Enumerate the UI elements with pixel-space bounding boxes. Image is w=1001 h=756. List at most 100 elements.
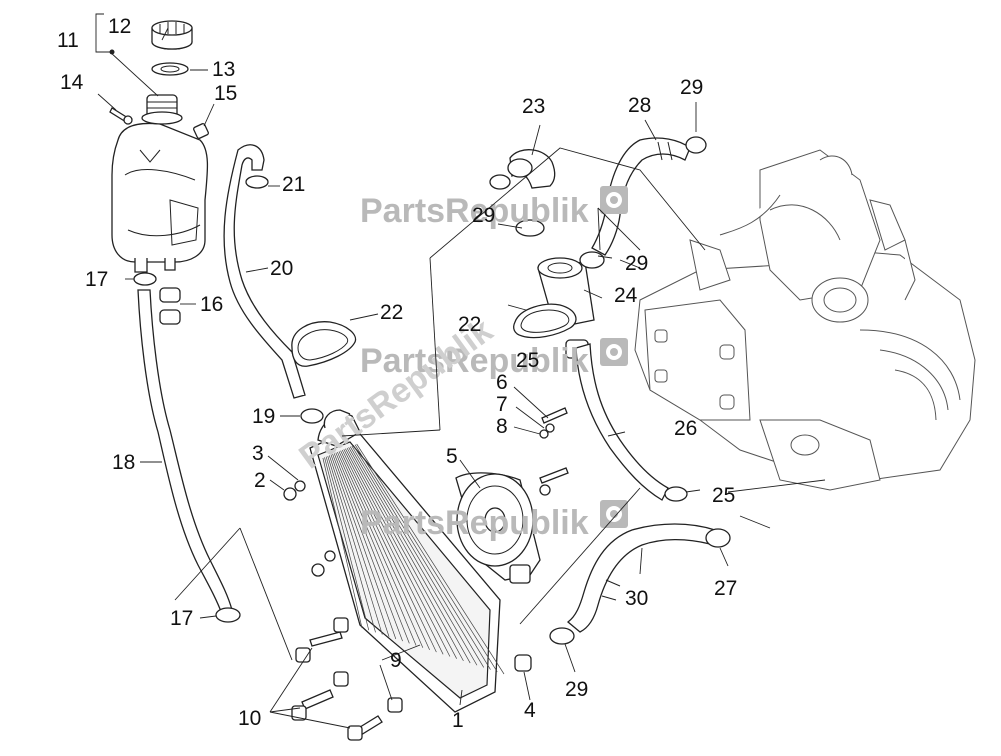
label-27: 27 (714, 577, 737, 600)
screw-2-3 (283, 480, 306, 501)
label-22a: 22 (380, 301, 403, 324)
radiator-fin (356, 443, 505, 675)
label-7: 7 (496, 393, 508, 416)
label-6: 6 (496, 371, 508, 394)
cap-gasket (151, 62, 189, 76)
label-25a: 25 (516, 349, 539, 372)
leader-lines (95, 13, 826, 729)
radiator-fin (337, 451, 424, 648)
tank-screw (109, 107, 133, 125)
tank-clip (193, 123, 209, 139)
label-30: 30 (625, 587, 648, 610)
label-22b: 22 (458, 313, 481, 336)
radiator (309, 409, 505, 713)
label-16: 16 (200, 293, 223, 316)
gear-icon (600, 500, 628, 528)
clamp-27 (705, 528, 731, 548)
radiator-fin (341, 449, 444, 655)
clamp-17-bottom (215, 607, 241, 623)
radiator-fin (332, 453, 403, 642)
radiator-fin (325, 456, 376, 633)
hose-gasket-left (291, 321, 357, 367)
radiator-fin (330, 454, 397, 640)
radiator-fin (354, 444, 498, 672)
label-23: 23 (522, 95, 545, 118)
radiator-mount-screws (291, 550, 403, 741)
radiator-fin (345, 448, 457, 659)
grommet-4 (514, 654, 532, 672)
radiator-fin (348, 447, 471, 664)
expansion-tank (111, 94, 209, 273)
label-9: 9 (390, 649, 402, 672)
hose-gasket-right (513, 303, 577, 339)
clamp-29-d (579, 251, 605, 269)
callout-labels: 11 12 13 14 15 21 17 16 20 22 19 18 3 2 … (57, 15, 737, 732)
radiator-fin (351, 445, 485, 668)
label-25b: 25 (712, 484, 735, 507)
watermark-middle: PartsRepublik (360, 338, 628, 380)
label-3: 3 (252, 442, 264, 465)
label-29a: 29 (472, 204, 495, 227)
grommets-16 (159, 287, 181, 325)
hose-23 (507, 149, 556, 189)
radiator-fin (340, 450, 437, 653)
label-11: 11 (57, 29, 79, 52)
label-15: 15 (214, 82, 237, 105)
clamp-25 (664, 486, 688, 502)
radiator-fin (327, 455, 383, 635)
radiator-fin (343, 449, 451, 657)
label-21: 21 (282, 173, 305, 196)
label-10: 10 (238, 707, 261, 730)
clamp-21 (245, 175, 269, 189)
gear-icon (600, 186, 628, 214)
hose-26 (575, 343, 669, 501)
watermark-text: PartsRepublik (360, 342, 589, 380)
radiator-fin (349, 446, 478, 666)
clamp-29-e (549, 627, 575, 645)
label-17a: 17 (85, 268, 108, 291)
label-24: 24 (614, 284, 638, 307)
watermark-bottom: PartsRepublik (360, 500, 628, 542)
label-14: 14 (60, 71, 84, 94)
radiator-fin (324, 457, 370, 631)
clamp-17-top (133, 272, 157, 286)
label-28: 28 (628, 94, 651, 117)
radiator-fin (322, 457, 363, 629)
label-20: 20 (270, 257, 293, 280)
radiator-fins (322, 443, 505, 675)
radiator-fin (335, 452, 417, 646)
tank-cap (151, 20, 193, 50)
engine-block (634, 149, 976, 491)
label-1: 1 (452, 709, 464, 732)
label-29b: 29 (680, 76, 703, 99)
label-29c: 29 (625, 252, 648, 275)
label-29d: 29 (565, 678, 588, 701)
cooling-fan (455, 472, 541, 584)
label-5: 5 (446, 445, 458, 468)
clamp-29-b (515, 219, 545, 237)
gear-icon (600, 338, 628, 366)
watermark-text: PartsRepublik (360, 192, 589, 230)
screws-6-7-8 (539, 407, 569, 496)
radiator-fin (329, 455, 390, 637)
label-13: 13 (212, 58, 235, 81)
radiator-fin (353, 445, 491, 670)
watermark-text: PartsRepublik (360, 504, 589, 542)
hose-18 (137, 289, 233, 615)
label-26: 26 (674, 417, 697, 440)
label-8: 8 (496, 415, 508, 438)
label-19: 19 (252, 405, 275, 428)
clamp-29-c (685, 136, 707, 154)
hose-tank-radiator (223, 144, 306, 399)
label-17b: 17 (170, 607, 193, 630)
hose-30 (566, 523, 716, 633)
radiator-fin (338, 451, 430, 651)
label-4: 4 (524, 699, 536, 722)
radiator-fin (333, 453, 410, 644)
clamp-19 (300, 408, 324, 424)
clamp-29-a (489, 174, 511, 190)
radiator-fin (346, 447, 464, 662)
watermark-top: PartsRepublik (360, 186, 628, 230)
